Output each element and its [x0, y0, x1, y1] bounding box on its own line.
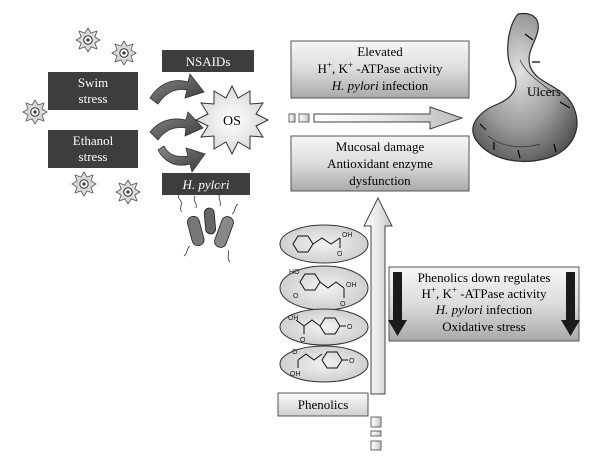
vertical-arrow [363, 196, 393, 451]
phenolics-effect-line4: Oxidative stress [442, 319, 525, 334]
os-starburst: OS [194, 84, 270, 156]
h-pylori-bacteria-illustration [177, 183, 239, 263]
ethanol-stress-line1: Ethanol [73, 133, 114, 148]
curved-arrow-stress [149, 111, 204, 141]
curved-arrow-nsaids [149, 73, 205, 105]
phenolics-text: Phenolics [298, 397, 349, 412]
phenolic-structure-1: OH O [279, 224, 369, 264]
down-arrow-right [561, 272, 580, 336]
struct3-o-acid: O [300, 337, 306, 344]
elevated-line1: Elevated [357, 44, 403, 59]
nsaids-label: NSAIDs [162, 50, 254, 72]
struct2-ho: HO [289, 269, 300, 276]
os-text: OS [223, 114, 241, 129]
nsaids-text: NSAIDs [186, 54, 231, 69]
mucosal-line3: dysfunction [349, 173, 411, 188]
struct3-oh: OH [288, 315, 299, 322]
elevated-line3: H. pylori infection [331, 78, 429, 93]
radical-icons [22, 27, 141, 205]
down-arrow-left [388, 272, 407, 336]
ulcers-text: Ulcers [527, 84, 561, 99]
phenolic-structure-4: O OH O [279, 345, 369, 383]
struct4-o-ring: O [349, 358, 355, 365]
mucosal-line1: Mucosal damage [336, 139, 425, 154]
mucosal-damage-box: Mucosal damage Antioxidant enzyme dysfun… [290, 135, 470, 192]
struct2-o: O [340, 301, 346, 308]
phenolics-box: Phenolics [277, 392, 369, 417]
phenolics-effect-line3: H. pylori infection [435, 302, 533, 317]
h-pylori-text: H. pylori [182, 177, 230, 192]
struct2-o-methoxy: O [293, 293, 299, 300]
swim-stress-line1: Swim [78, 75, 108, 90]
horizontal-arrow [288, 106, 464, 130]
radical-icon [22, 99, 48, 125]
ethanol-stress-label: Ethanol stress [48, 130, 138, 168]
radical-icon [71, 171, 97, 197]
radical-icon [75, 27, 101, 53]
phenolic-structure-3: OH O O [279, 308, 369, 346]
swim-stress-line2: stress [79, 91, 108, 106]
phenolics-effect-line2: H+, K+ -ATPase activity [422, 285, 547, 301]
struct4-oh: OH [290, 371, 301, 378]
struct2-oh: OH [346, 282, 357, 289]
elevated-line2: H+, K+ -ATPase activity [318, 60, 443, 76]
struct1-o: O [337, 251, 343, 258]
phenolics-effect-box: Phenolics down regulates H+, K+ -ATPase … [388, 266, 580, 342]
radical-icon [111, 40, 137, 66]
mucosal-line2: Antioxidant enzyme [327, 156, 433, 171]
swim-stress-label: Swim stress [48, 72, 138, 110]
struct4-o-acid: O [292, 349, 298, 356]
phenolic-structure-2: HO O OH O [279, 265, 369, 311]
struct3-o-ring: O [347, 324, 353, 331]
ethanol-stress-line2: stress [79, 149, 108, 164]
stomach-illustration: Ulcers [472, 12, 578, 163]
curved-arrows [149, 73, 206, 173]
h-pylori-label: H. pylori [162, 173, 250, 195]
phenolic-structures: OH O HO O OH O OH O O [279, 224, 369, 383]
struct1-oh: OH [342, 232, 353, 239]
phenolics-effect-line1: Phenolics down regulates [418, 270, 551, 285]
curved-arrow-hpylori [157, 145, 206, 173]
radical-icon [115, 179, 141, 205]
elevated-box: Elevated H+, K+ -ATPase activity H. pylo… [290, 40, 470, 99]
